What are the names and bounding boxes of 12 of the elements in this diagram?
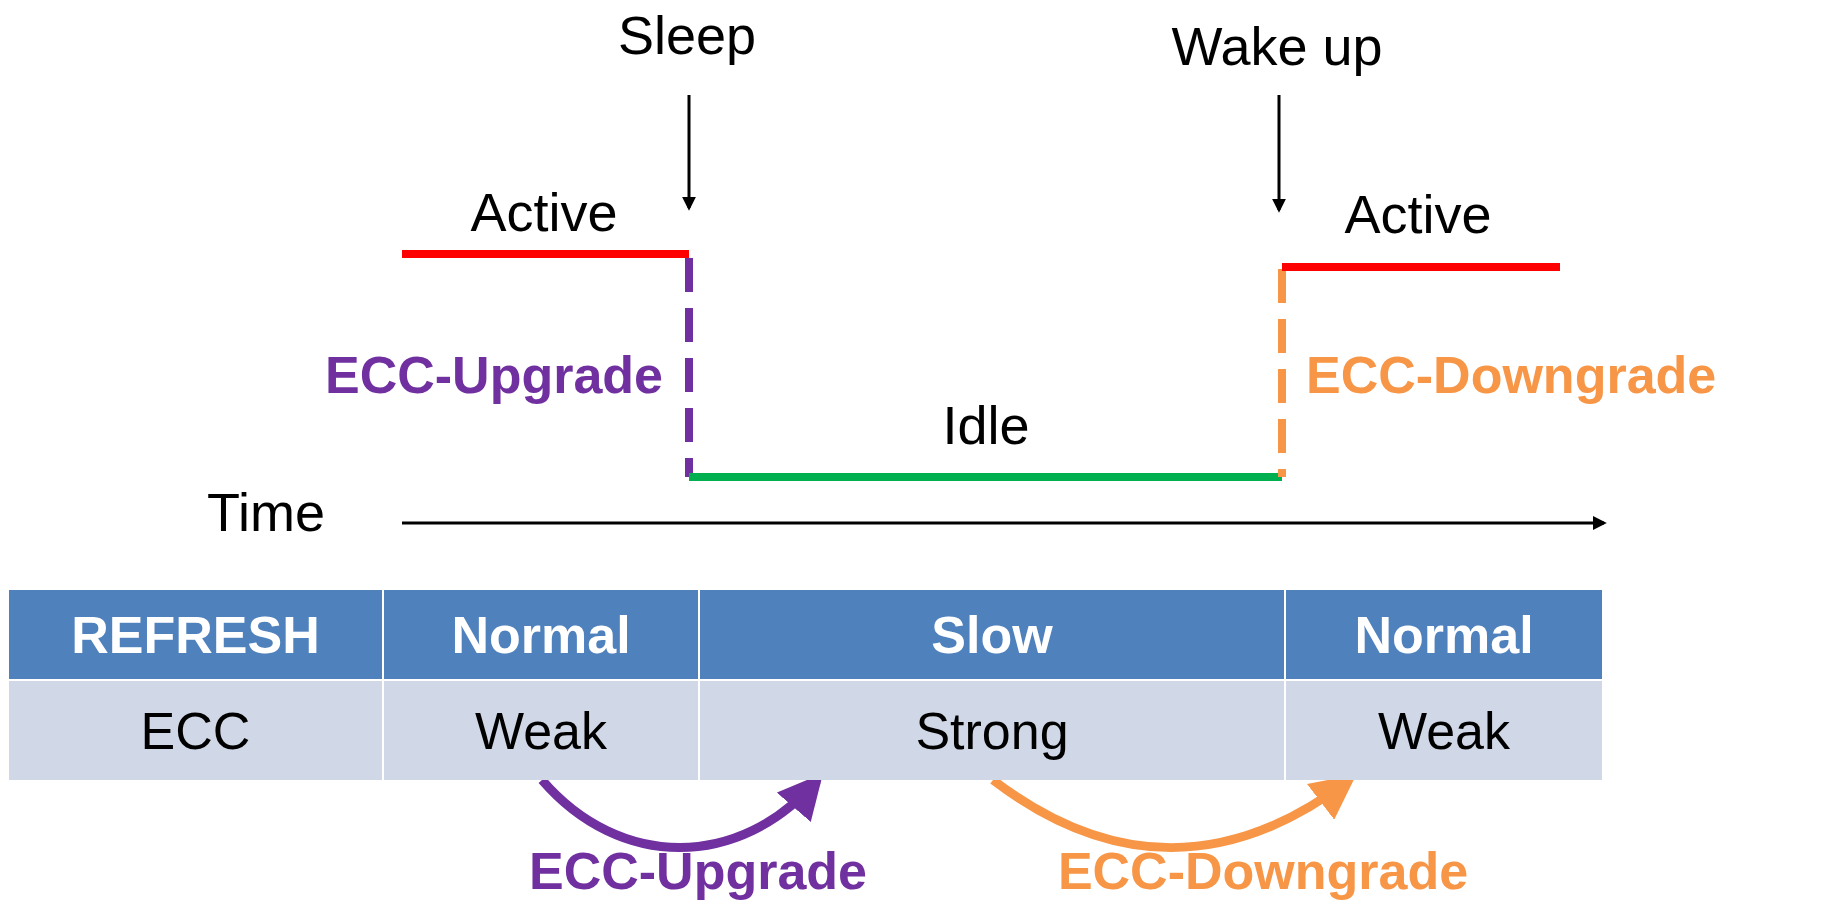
state-label: Active [470, 185, 618, 239]
table-header-cell: REFRESH [9, 590, 384, 681]
state-label: Idle [942, 398, 1030, 452]
table-header-cell: Slow [700, 590, 1286, 681]
table-cell: Strong [700, 681, 1286, 780]
state-label: Active [1344, 187, 1492, 241]
table-cell: ECC [9, 681, 384, 780]
table-header-cell: Normal [384, 590, 700, 681]
table-header-cell: Normal [1286, 590, 1602, 681]
axis-label: Time [207, 485, 325, 539]
table-cell: Weak [384, 681, 700, 780]
table-cell: Weak [1286, 681, 1602, 780]
